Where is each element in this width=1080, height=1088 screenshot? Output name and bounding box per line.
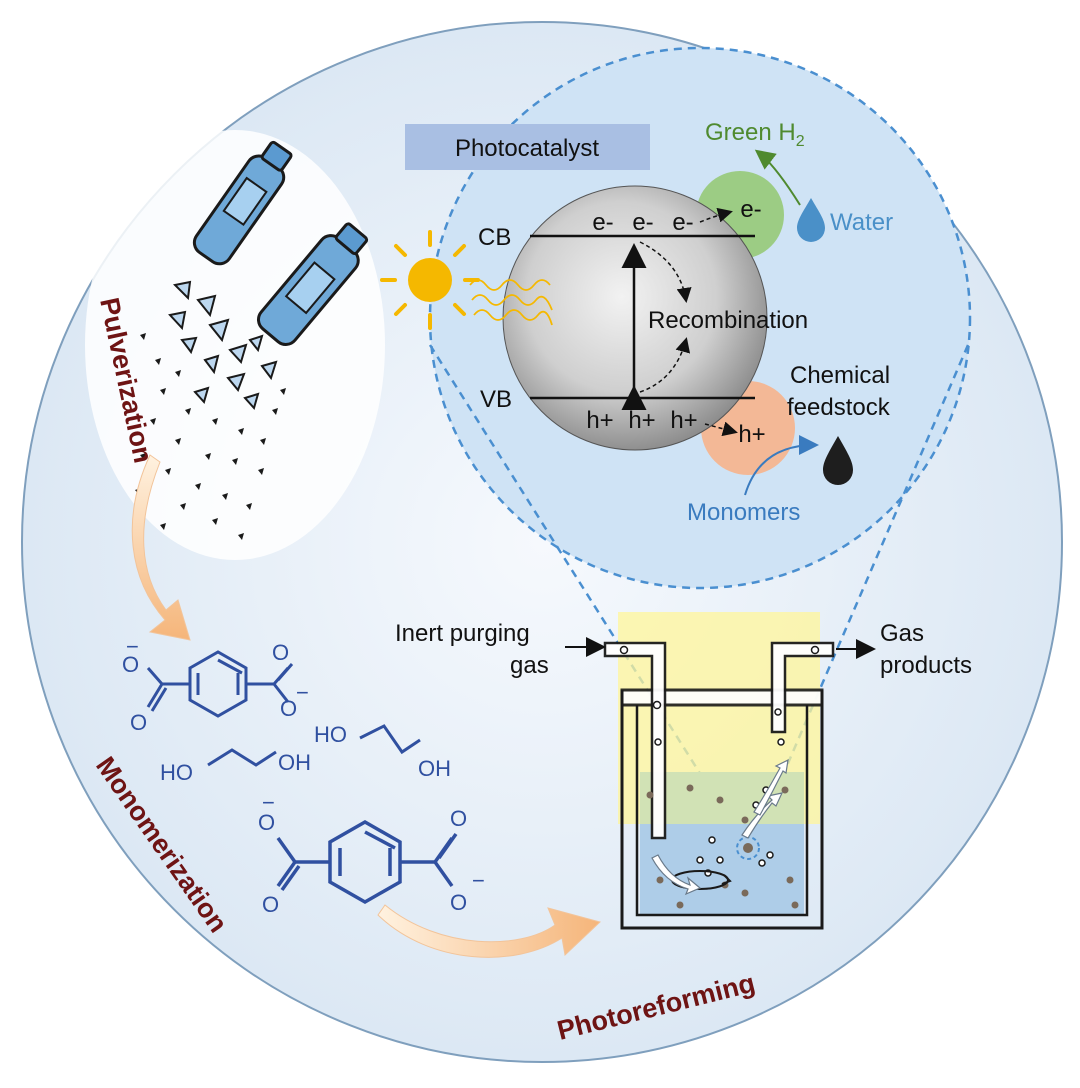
- large-oxygen-4: O: [450, 890, 467, 915]
- eg2-ho: HO: [314, 722, 347, 747]
- photocatalyst-banner: [405, 124, 650, 170]
- plastic-bottle-icon-2: [256, 222, 369, 346]
- outlet-label-line2: products: [880, 652, 972, 679]
- plastic-fragments: [168, 280, 278, 411]
- feedstock-label: feedstock: [787, 394, 891, 421]
- small-charge-1: −: [126, 634, 139, 659]
- bottle-glow: [85, 130, 385, 560]
- large-oxygen-1: O: [258, 810, 275, 835]
- oil-drop-icon: [823, 436, 853, 485]
- water-label: Water: [830, 209, 893, 236]
- monomers-label: Monomers: [687, 499, 800, 526]
- process-arrow-1: [131, 454, 191, 641]
- monomer-arrow: [744, 435, 819, 496]
- light-wave-icon: [469, 279, 553, 326]
- ethylene-glycol-2: [359, 724, 421, 755]
- plastic-bottle-icon-1: [192, 140, 293, 266]
- small-oxygen-2: O: [130, 710, 147, 735]
- recombination-arc-top: [639, 241, 692, 303]
- terephthalate-large: [276, 819, 458, 905]
- electron-transferred: e-: [740, 196, 761, 223]
- cb-label: CB: [478, 224, 511, 251]
- gas-bubbles: [619, 645, 820, 877]
- electron-3: e-: [672, 209, 693, 236]
- electron-1: e-: [592, 209, 613, 236]
- eg2-oh: OH: [418, 756, 451, 781]
- large-oxygen-3: O: [450, 806, 467, 831]
- green-h2-label: Green H2: [705, 119, 805, 150]
- chemical-label: Chemical: [790, 362, 890, 389]
- outlet-tube: [770, 641, 835, 734]
- reactor-inner-wall: [635, 705, 809, 917]
- sun-icon: [380, 230, 480, 330]
- hole-transferred: h+: [738, 421, 765, 448]
- hole-3: h+: [670, 407, 697, 434]
- small-oxygen-3: O: [272, 640, 289, 665]
- hole-2: h+: [628, 407, 655, 434]
- reactor-vessel: [620, 690, 824, 930]
- recombination-arc-bottom: [639, 337, 691, 393]
- hole-1: h+: [586, 407, 613, 434]
- green-h2-arrow: [754, 149, 801, 206]
- small-oxygen-4: O: [280, 696, 297, 721]
- process-arrow-2: [377, 904, 601, 958]
- electron-2: e-: [632, 209, 653, 236]
- large-oxygen-2: O: [262, 892, 279, 917]
- large-charge-2: −: [472, 868, 485, 893]
- ethylene-glycol-1: [207, 748, 277, 767]
- small-charge-2: −: [296, 680, 309, 705]
- photocatalyst-title: Photocatalyst: [455, 135, 599, 162]
- electron-transfer-arrow: [699, 207, 733, 223]
- small-oxygen-1: O: [122, 652, 139, 677]
- outlet-label-line1: Gas: [880, 620, 924, 647]
- water-drop-icon: [797, 198, 825, 242]
- inlet-label-line2: gas: [510, 652, 549, 679]
- hole-transfer-arrow: [704, 421, 738, 437]
- eg1-oh: OH: [278, 750, 311, 775]
- recombination-label: Recombination: [648, 307, 808, 334]
- inlet-label-line1: Inert purging: [395, 620, 530, 647]
- vb-label: VB: [480, 386, 512, 413]
- flow-arrows: [651, 758, 789, 896]
- terephthalate-small: [146, 650, 294, 718]
- eg1-ho: HO: [160, 760, 193, 785]
- reactor-zoom-particle: [743, 843, 753, 853]
- large-charge-1: −: [262, 790, 275, 815]
